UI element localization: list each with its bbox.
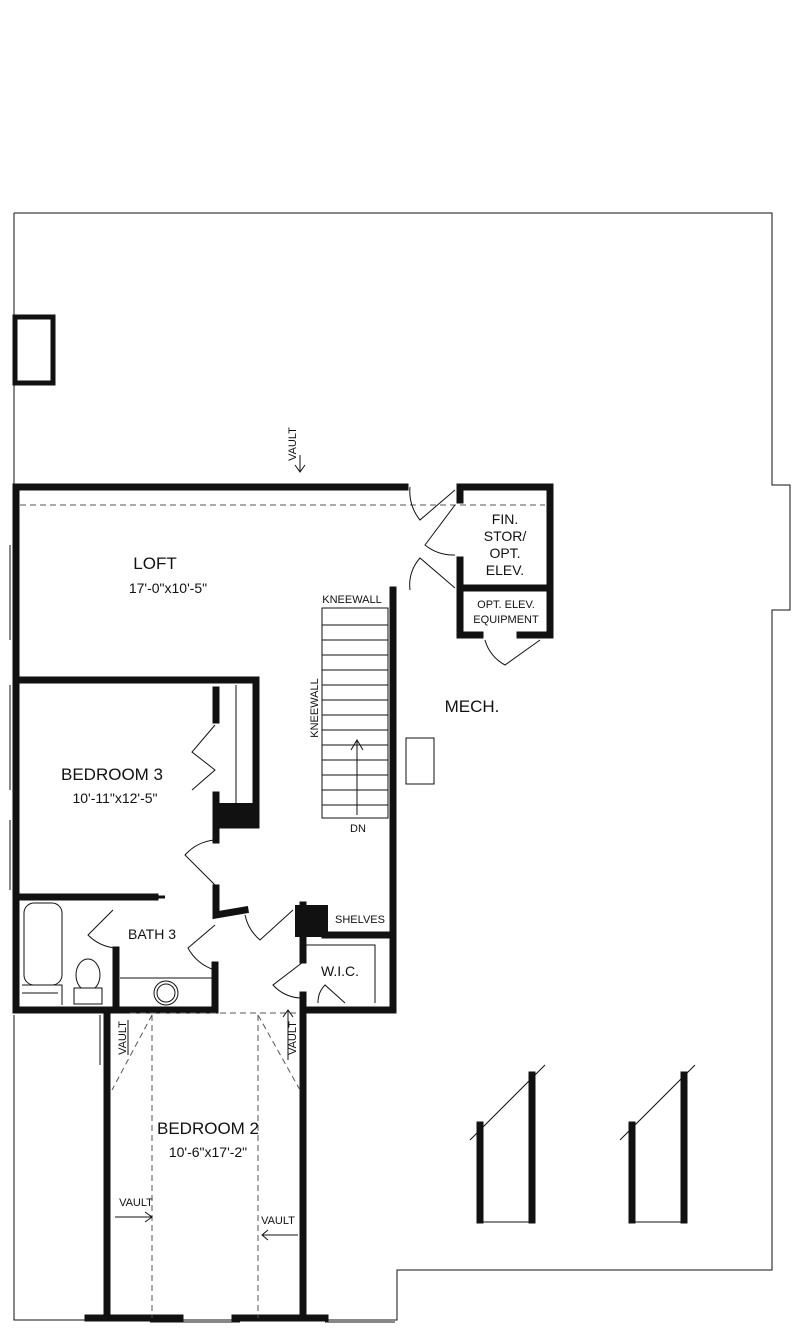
svg-text:ELEV.: ELEV. [486,562,524,578]
kneewall-label-top: KNEEWALL [322,594,382,606]
bedroom2-size: 10'-6"x17'-2" [169,1144,247,1160]
loft-size: 17'-0"x10'-5" [129,580,207,596]
svg-text:OPT.: OPT. [489,545,520,561]
svg-text:FIN.: FIN. [492,511,518,527]
bathtub [23,902,63,986]
bedroom3-size: 10'-11"x12'-5" [72,790,157,806]
vault-label-left: VAULT [119,1197,153,1209]
vault-label-bed2-left: VAULT [117,1021,129,1055]
bedroom2-label: BEDROOM 2 [157,1119,259,1138]
svg-text:EQUIPMENT: EQUIPMENT [473,614,539,626]
dn-label: DN [350,823,366,835]
loft-label: LOFT [133,554,176,573]
fin-stor-label: FIN. STOR/ OPT. ELEV. [484,511,527,578]
mech-label: MECH. [445,697,500,716]
bedroom3-label: BEDROOM 3 [61,765,163,784]
skylights [469,1064,696,1224]
svg-text:OPT. ELEV.: OPT. ELEV. [477,599,535,611]
bath3-label: BATH 3 [128,926,176,942]
sink [153,980,179,1006]
vault-label-top: VAULT [287,427,299,461]
shelves-label: SHELVES [335,914,385,926]
kneewall-label-side: KNEEWALL [309,678,321,738]
wic-label: W.I.C. [321,963,359,979]
svg-text:STOR/: STOR/ [484,528,527,544]
vault-label-right: VAULT [261,1215,295,1227]
doors [87,486,541,1004]
toilet [75,958,101,992]
walls [12,483,554,1322]
stairs [321,607,389,819]
mech-vent [405,737,435,785]
elev-equipment-label: OPT. ELEV. EQUIPMENT [473,599,539,626]
vault-label-bed2-right: VAULT [287,1021,299,1055]
chimney [12,314,56,386]
stair-arrow-icon [350,739,364,815]
